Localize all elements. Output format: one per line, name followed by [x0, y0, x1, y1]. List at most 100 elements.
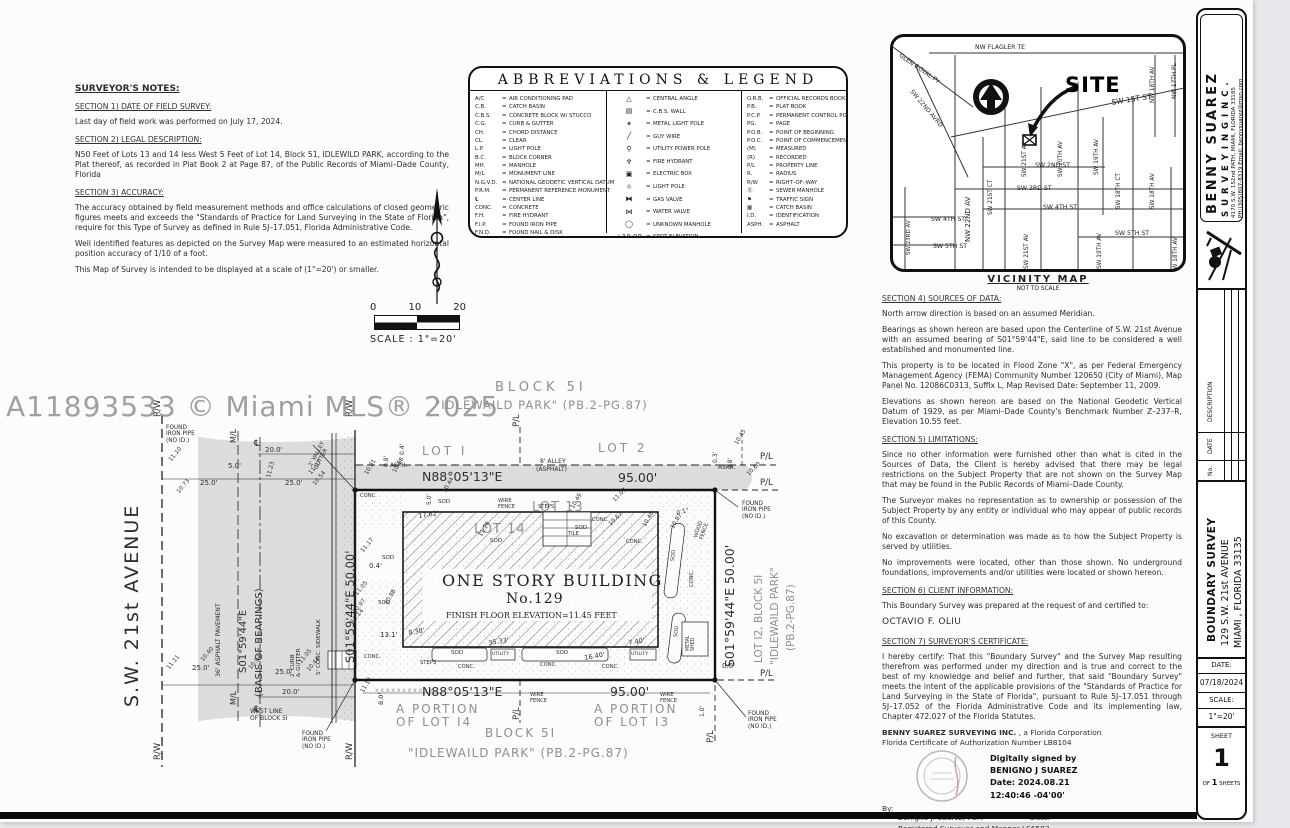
- drawing-label: 36' ASPHALT PAVEMENT: [215, 603, 222, 677]
- legend-entry: P/L=PROPERTY LINE: [747, 162, 843, 170]
- drawing-label: S.W. 21st AVENUE: [121, 503, 143, 707]
- rev-date-header: DATE: [1207, 438, 1214, 454]
- legend-entry: PG.=PAGE: [747, 120, 843, 128]
- drawing-label: FOUND IRON PIPE (NO ID.): [302, 731, 331, 750]
- drawing-label: FOUND IRON PIPE (NO ID.): [742, 501, 771, 520]
- street-label: SW 4TH ST: [931, 216, 966, 223]
- legend-meaning: LIGHT POLE: [653, 183, 685, 190]
- street-label: SW 21ST AV: [1024, 233, 1030, 269]
- legend-entry: ▤=C.B.S. WALL: [612, 108, 738, 116]
- scale-tick-0: 0: [370, 302, 377, 313]
- scale-cell: [375, 316, 417, 329]
- legend-meaning: MONUMENT LINE: [509, 171, 555, 178]
- section-paragraph: This Boundary Survey was prepared at the…: [882, 601, 1149, 611]
- drawing-label: 0.8': [727, 457, 734, 469]
- legend-entry: L.P.=LIGHT POLE: [475, 145, 603, 153]
- legend-entry: ⚲=UTILITY POWER POLE: [612, 145, 738, 153]
- legend-equals: =: [646, 196, 651, 203]
- drawing-label: R/W: [153, 742, 163, 760]
- drawing-label: WIRE FENCE: [660, 692, 678, 704]
- legend-meaning: FOUND NAIL & DISK: [509, 230, 563, 236]
- legend-entry: P.C.P.=PERMANENT CONTROL POINT: [747, 112, 846, 120]
- right-sections: SECTION 4) SOURCES OF DATA:North arrow d…: [882, 294, 1182, 722]
- note-heading: SECTION 3) ACCURACY:: [75, 188, 164, 198]
- drawing-label: SOD: [575, 525, 588, 531]
- legend-equals: =: [769, 129, 774, 136]
- legend-equals: =: [646, 221, 651, 228]
- legend-meaning: BLOCK CORNER: [509, 154, 552, 161]
- legend-symbol: ▦: [747, 204, 753, 211]
- drawing-label: 13.1': [380, 631, 398, 639]
- legend-symbol: PG.: [747, 121, 757, 128]
- legend-entry: N.G.V.D.=NATIONAL GEODETIC VERTICAL DATU…: [475, 179, 614, 187]
- legend-equals: =: [502, 163, 507, 169]
- legend-meaning: FOUND IRON PIPE: [509, 221, 558, 228]
- drawing-label: A PORTION OF LOT I4: [396, 702, 480, 730]
- street-label: NW 18TH AV: [1150, 66, 1156, 103]
- company-name: BENNY SUAREZ: [1205, 71, 1220, 214]
- drawing-label: 8' ALLEY: [540, 458, 566, 465]
- section-paragraph: Elevations as shown hereon are based on …: [882, 397, 1182, 427]
- legend-equals: =: [646, 183, 651, 190]
- street-label: SW 19TH AV: [1094, 139, 1100, 175]
- drawing-label: STEPS: [420, 660, 437, 666]
- legend-equals: =: [502, 96, 507, 102]
- drawing-label: 5.0': [426, 493, 433, 505]
- legend-entry: C.G.=CURB & GUTTER: [475, 120, 603, 128]
- legend-meaning: PROPERTY LINE: [776, 163, 818, 169]
- company-contact: PH:(305)807-8319 Email: bennysuarez@msn.…: [1238, 78, 1244, 218]
- legend-entry: (M)=MEASURED: [747, 145, 843, 153]
- legend-equals: =: [502, 104, 507, 111]
- legend-entry: CL.=CLEAR: [475, 137, 603, 145]
- legend-entry: ╱=GUY WIRE: [612, 133, 738, 141]
- legend-entry: P.R.M.=PERMANENT REFERENCE MONUMENT: [475, 187, 610, 195]
- divider: [1198, 480, 1245, 482]
- ds-line: Digitally signed by: [990, 752, 1077, 763]
- drawing-label: P/L: [512, 707, 522, 720]
- legend-meaning: PERMANENT REFERENCE MONUMENT: [509, 188, 611, 195]
- drawing-label: WIRE FENCE: [498, 498, 516, 510]
- drawing-label: (PB.2-PG.87): [785, 584, 797, 651]
- project-title: BOUNDARY SURVEY: [1206, 517, 1218, 642]
- legend-meaning: TRAFFIC SIGN: [776, 196, 813, 203]
- legend-symbol: ▤: [625, 107, 633, 116]
- vicinity-caption: VICINITY MAP NOT TO SCALE: [890, 274, 1186, 292]
- legend-entry: I.D.=IDENTIFICATION: [747, 212, 843, 220]
- legend-equals: =: [646, 133, 651, 140]
- legend-equals: =: [502, 188, 507, 195]
- legend-meaning: C.B.S. WALL: [653, 108, 686, 115]
- legend-meaning: POINT OF BEGINNING: [776, 129, 834, 136]
- legend-symbol: CONC.: [475, 204, 493, 211]
- street-label: SW 21ST CT: [988, 179, 994, 215]
- divider: [1198, 692, 1245, 694]
- legend-meaning: CHORD DISTANCE: [509, 129, 558, 136]
- drawing-label: "IDLEWAILD PARK" (PB.2-PG.87): [435, 398, 648, 412]
- legend-col-2: △=CENTRAL ANGLE▤=C.B.S. WALL✶=METAL LIGH…: [606, 91, 741, 236]
- legend-symbol: F.N.D.: [475, 230, 491, 236]
- drawing-label: SOD: [382, 555, 395, 561]
- legend-equals: =: [769, 196, 774, 203]
- legend-symbol: ⋈: [625, 207, 633, 216]
- legend-symbol: O.R.B.: [747, 96, 764, 102]
- drawing-label: 95.00': [610, 684, 650, 699]
- note-paragraph: This Map of Survey is intended to be dis…: [75, 265, 379, 275]
- divider: [1198, 432, 1245, 434]
- legend-symbol: A/C: [475, 96, 485, 102]
- legend-equals: =: [769, 137, 774, 144]
- drawing-label: (ASPHALT): [536, 466, 568, 473]
- legend-meaning: CURB & GUTTER: [509, 121, 554, 128]
- legend-equals: =: [769, 146, 774, 153]
- legend-entry: F.H.=FIRE HYDRANT: [475, 212, 603, 220]
- note-paragraph: The accuracy obtained by field measureme…: [75, 203, 449, 233]
- scale-value: 1"=20': [1208, 712, 1235, 721]
- site-label: SITE: [1065, 73, 1121, 97]
- section-paragraph: North arrow direction is based on an ass…: [882, 309, 1095, 318]
- legend-equals: =: [502, 179, 507, 186]
- legend-symbol: CL.: [475, 137, 484, 144]
- registration-line: Registered Surveyor and Mapper LS6583: [898, 824, 1182, 828]
- drawing-label: SOD: [438, 499, 451, 505]
- drawing-label: UTILITY: [492, 651, 510, 657]
- legend-equals: =: [502, 213, 507, 220]
